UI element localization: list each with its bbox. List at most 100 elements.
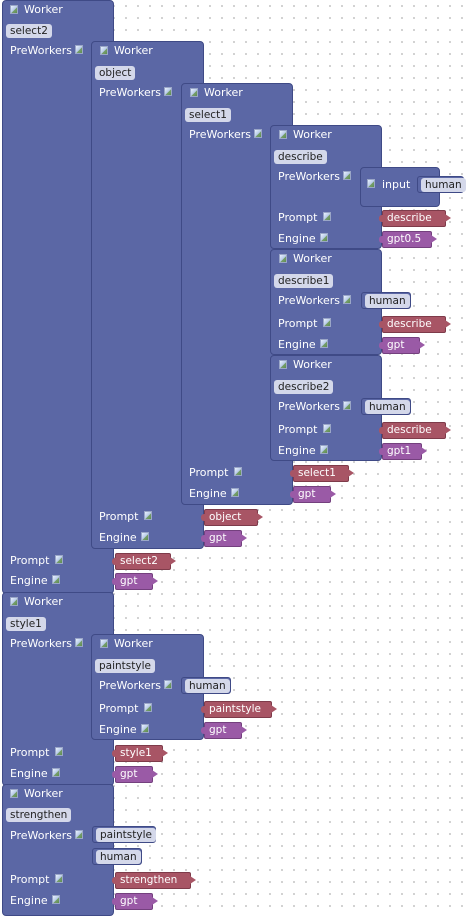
worker-name-field[interactable]: describe (274, 150, 327, 164)
paintstyle-field[interactable]: paintstyle (96, 828, 156, 842)
prompt-chip[interactable]: select1 (290, 465, 354, 482)
engine-icon (52, 895, 60, 904)
prompt-icon (144, 703, 152, 712)
engine-chip[interactable]: gpt (201, 530, 247, 547)
prompt-icon (323, 318, 331, 327)
prompt-chip[interactable]: strengthen (112, 872, 196, 889)
human-chip[interactable]: human (92, 848, 142, 865)
prompt-icon (55, 555, 63, 564)
prompt-chip[interactable]: describe (379, 210, 451, 227)
prompt-label: Prompt (278, 211, 318, 224)
prompt-icon (323, 424, 331, 433)
engine-label: Engine (278, 338, 316, 351)
prompt-icon (234, 467, 242, 476)
engine-chip[interactable]: gpt (290, 486, 336, 503)
engine-label: Engine (99, 531, 137, 544)
human-field[interactable]: human (421, 178, 466, 192)
preworkers-icon (164, 680, 172, 689)
worker-name-field[interactable]: style1 (6, 617, 46, 631)
worker-icon (10, 5, 18, 14)
preworkers-icon (75, 638, 83, 647)
human-chip[interactable]: human (181, 677, 231, 694)
preworkers-label: PreWorkers (278, 400, 340, 413)
engine-label: Engine (10, 894, 48, 907)
engine-icon (320, 233, 328, 242)
human-chip[interactable]: human (417, 176, 466, 193)
paintstyle-chip[interactable]: paintstyle (92, 826, 156, 843)
worker-label: Worker (24, 3, 63, 16)
preworkers-icon (343, 401, 351, 410)
human-field[interactable]: human (96, 850, 141, 864)
engine-icon (141, 724, 149, 733)
input-label: input (382, 178, 411, 191)
engine-chip[interactable]: gpt (201, 722, 247, 739)
worker-icon (100, 46, 108, 55)
worker-icon (10, 789, 18, 798)
engine-icon (52, 575, 60, 584)
prompt-chip[interactable]: object (201, 509, 263, 526)
preworkers-label: PreWorkers (99, 86, 161, 99)
worker-name-field[interactable]: object (95, 66, 136, 80)
human-chip[interactable]: human (361, 398, 411, 415)
worker-icon (279, 254, 287, 263)
preworkers-icon (343, 171, 351, 180)
worker-label: Worker (293, 358, 332, 371)
prompt-icon (55, 747, 63, 756)
prompt-icon (323, 212, 331, 221)
preworkers-label: PreWorkers (10, 829, 72, 842)
preworkers-icon (343, 295, 351, 304)
prompt-label: Prompt (189, 466, 229, 479)
worker-name-field[interactable]: strengthen (6, 808, 72, 822)
prompt-label: Prompt (10, 554, 50, 567)
worker-name-field[interactable]: select1 (185, 108, 231, 122)
worker-label: Worker (204, 86, 243, 99)
human-field[interactable]: human (185, 679, 230, 693)
worker-icon (10, 597, 18, 606)
engine-label: Engine (278, 444, 316, 457)
preworkers-label: PreWorkers (10, 44, 72, 57)
engine-chip[interactable]: gpt0.5 (379, 231, 437, 248)
engine-label: Engine (10, 767, 48, 780)
worker-icon (279, 360, 287, 369)
engine-label: Engine (278, 232, 316, 245)
engine-icon (141, 532, 149, 541)
prompt-chip[interactable]: describe (379, 422, 451, 439)
worker-name-field[interactable]: describe1 (274, 274, 334, 288)
prompt-label: Prompt (99, 702, 139, 715)
engine-label: Engine (10, 574, 48, 587)
human-chip[interactable]: human (361, 292, 411, 309)
worker-label: Worker (114, 637, 153, 650)
engine-chip[interactable]: gpt (112, 766, 158, 783)
prompt-chip[interactable]: select2 (112, 553, 176, 570)
human-field[interactable]: human (365, 294, 410, 308)
prompt-label: Prompt (10, 873, 50, 886)
worker-icon (100, 639, 108, 648)
worker-label: Worker (24, 787, 63, 800)
prompt-chip[interactable]: describe (379, 316, 451, 333)
human-field[interactable]: human (365, 400, 410, 414)
preworkers-icon (75, 45, 83, 54)
engine-chip[interactable]: gpt (112, 893, 158, 910)
prompt-chip[interactable]: paintstyle (201, 701, 277, 718)
engine-chip[interactable]: gpt (112, 573, 158, 590)
prompt-label: Prompt (278, 423, 318, 436)
engine-icon (52, 768, 60, 777)
prompt-icon (144, 511, 152, 520)
worker-label: Worker (293, 128, 332, 141)
engine-chip[interactable]: gpt (379, 337, 425, 354)
engine-icon (320, 339, 328, 348)
worker-name-field[interactable]: paintstyle (95, 659, 155, 673)
worker-icon (190, 88, 198, 97)
preworkers-icon (254, 129, 262, 138)
preworkers-label: PreWorkers (278, 294, 340, 307)
prompt-label: Prompt (278, 317, 318, 330)
worker-label: Worker (114, 44, 153, 57)
prompt-icon (55, 874, 63, 883)
preworkers-icon (164, 87, 172, 96)
engine-label: Engine (99, 723, 137, 736)
engine-chip[interactable]: gpt1 (379, 443, 427, 460)
worker-name-field[interactable]: describe2 (274, 380, 334, 394)
preworkers-label: PreWorkers (278, 170, 340, 183)
prompt-chip[interactable]: style1 (112, 745, 168, 762)
worker-name-field[interactable]: select2 (6, 24, 52, 38)
